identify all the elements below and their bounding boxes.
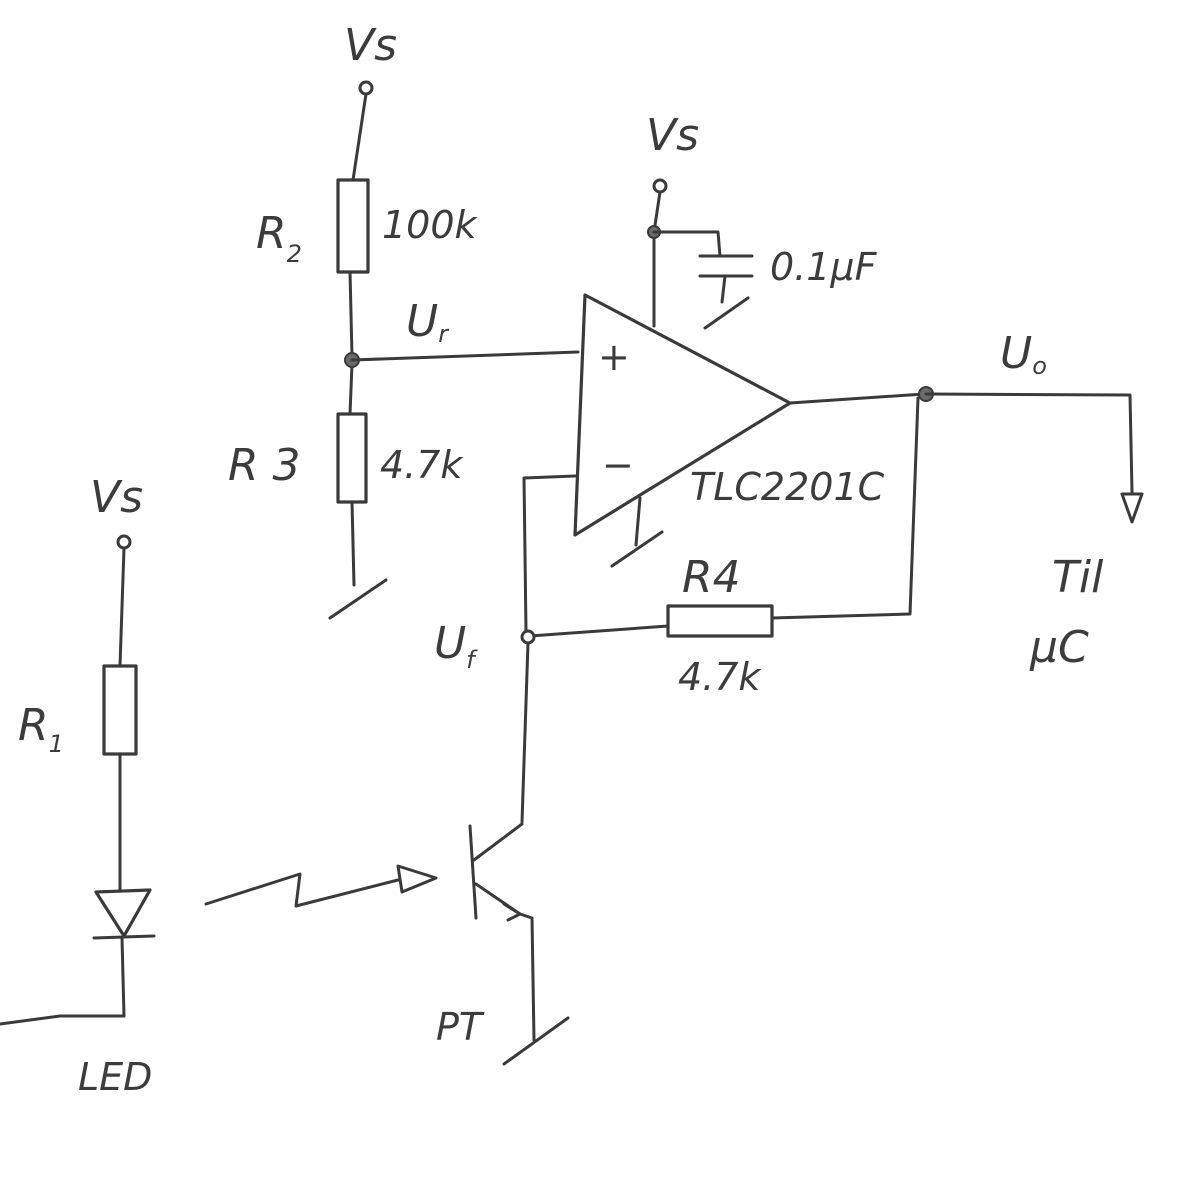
- vs-led-label: Vs: [90, 472, 143, 523]
- r2-name: R: [256, 208, 287, 259]
- ur-node-to-r3-wire: [348, 362, 354, 416]
- vs-top-label: Vs: [344, 20, 397, 71]
- pt-collector-lead: [472, 822, 524, 862]
- light-ray-arrowhead: [396, 864, 438, 894]
- capacitor-value: 0.1μF: [770, 245, 878, 289]
- uf-label: Uf: [434, 618, 478, 674]
- feedback-branch: [520, 396, 920, 824]
- uf-junction-dot: [520, 629, 536, 645]
- output-branch: [788, 386, 1144, 524]
- uf-subscript: f: [466, 646, 478, 674]
- ur-to-plus-input-wire: [350, 350, 580, 362]
- phototransistor: [468, 822, 570, 1066]
- pt-ground-symbol: [502, 1016, 570, 1066]
- opamp: + − TLC2201C: [573, 293, 885, 568]
- r4-to-uf-wire: [528, 624, 670, 638]
- uo-to-mcu-wire: [924, 392, 1134, 494]
- cap-ground-symbol: [703, 296, 750, 330]
- ur-label: Ur: [406, 296, 450, 348]
- pt-emitter-arrow: [502, 902, 522, 922]
- uo-name: U: [1000, 328, 1032, 379]
- vs-led-to-r1-wire: [118, 546, 126, 668]
- r1-label: R1: [18, 700, 64, 758]
- uf-to-pt-collector-wire: [520, 641, 530, 824]
- vs-top-to-r2-wire: [351, 92, 368, 182]
- light-ray: [204, 872, 400, 908]
- opamp-supply: [647, 178, 754, 330]
- r3-resistor: [336, 412, 368, 504]
- r1-name: R: [18, 700, 49, 751]
- pt-base-bar: [468, 824, 478, 920]
- led-label: LED: [78, 1055, 152, 1099]
- led-to-ground-wire: [120, 936, 126, 1018]
- vs-opamp-label: Vs: [646, 110, 699, 161]
- led-return-wire: [0, 1014, 126, 1026]
- uo-label: Uo: [1000, 328, 1047, 380]
- r1-subscript: 1: [49, 730, 64, 758]
- r1-resistor: [102, 664, 138, 756]
- opamp-to-uo-wire: [788, 392, 926, 405]
- vs-opamp-terminal: [652, 178, 668, 194]
- opamp-part-label: TLC2201C: [690, 465, 885, 509]
- cap-to-ground-wire: [720, 274, 727, 304]
- ur-subscript: r: [438, 320, 450, 348]
- r4-value: 4.7k: [678, 655, 762, 699]
- r2-resistor: [336, 178, 370, 274]
- r3-to-ground-wire: [350, 500, 356, 587]
- opamp-ground-symbol: [610, 530, 664, 568]
- vs-top-terminal: [358, 80, 374, 96]
- r3-value: 4.7k: [380, 443, 464, 487]
- opamp-minus-sign: −: [602, 443, 634, 487]
- r4-label: R4: [682, 552, 741, 603]
- output-arrow: [1120, 492, 1144, 524]
- opamp-triangle: [573, 293, 792, 537]
- output-destination-line2: μC: [1029, 622, 1089, 673]
- minus-input-to-uf-wire: [522, 474, 577, 633]
- r2-label: R2: [256, 208, 302, 268]
- divider-branch: [328, 80, 580, 620]
- vs-opamp-to-opamp-wire: [652, 190, 662, 328]
- vs-led-terminal: [116, 534, 132, 550]
- phototransistor-label: PT: [436, 1005, 485, 1049]
- opamp-ground-pin: [634, 496, 642, 547]
- led-triangle: [94, 888, 152, 938]
- ur-name: U: [406, 296, 438, 347]
- output-destination-line1: Til: [1052, 552, 1104, 603]
- r3-label: R 3: [228, 440, 301, 491]
- r2-subscript: 2: [287, 240, 302, 268]
- pt-emitter-to-ground-wire: [518, 912, 536, 1042]
- r4-resistor: [666, 604, 774, 638]
- led-cathode-bar: [92, 934, 156, 940]
- uf-name: U: [434, 618, 466, 669]
- cap-top-wire: [652, 230, 722, 258]
- uo-subscript: o: [1032, 352, 1047, 380]
- r2-to-ur-node-wire: [348, 270, 354, 358]
- opamp-plus-sign: +: [598, 335, 630, 379]
- light-path: [204, 864, 438, 908]
- r3-ground-symbol: [328, 578, 388, 620]
- uo-to-r4-wire: [770, 396, 920, 620]
- led-branch: [0, 534, 156, 1026]
- r2-value: 100k: [382, 203, 479, 247]
